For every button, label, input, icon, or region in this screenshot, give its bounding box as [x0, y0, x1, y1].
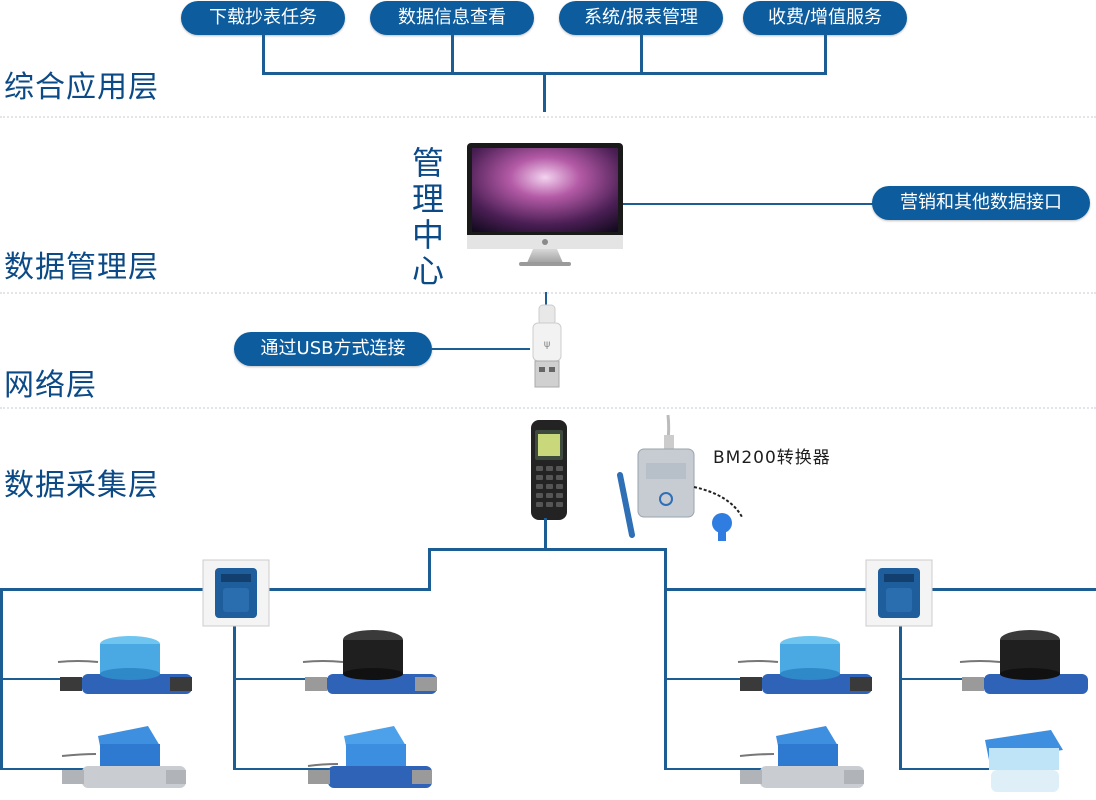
svg-text:ψ: ψ	[544, 339, 551, 350]
junction-box-icon	[202, 559, 270, 627]
connector-line	[899, 678, 989, 680]
layer-label-application: 综合应用层	[4, 70, 159, 105]
management-center-char: 心	[411, 252, 444, 290]
system-report-button[interactable]: 系统/报表管理	[559, 1, 723, 35]
connector-line	[623, 203, 873, 205]
handheld-reader-icon	[531, 420, 567, 520]
water-meter-icon	[959, 630, 1088, 694]
water-meter-icon	[57, 636, 192, 694]
layer-divider	[0, 407, 1096, 409]
management-center-char: 中	[411, 216, 444, 254]
layer-label-network: 网络层	[4, 368, 97, 403]
billing-service-button[interactable]: 收费/增值服务	[743, 1, 907, 35]
connector-line	[543, 72, 546, 112]
connector-line	[233, 678, 333, 680]
connector-line	[640, 34, 643, 74]
computer-monitor-icon	[467, 143, 623, 266]
connector-line	[451, 34, 454, 74]
download-task-button[interactable]: 下载抄表任务	[181, 1, 345, 35]
connector-line	[824, 34, 827, 74]
management-center-char: 管	[411, 144, 444, 182]
water-meter-icon	[61, 726, 186, 788]
connector-line	[0, 678, 90, 680]
water-meter-icon	[985, 730, 1063, 792]
layer-label-data-collection: 数据采集层	[4, 468, 159, 503]
connector-line	[899, 768, 989, 770]
layer-label-data-management: 数据管理层	[4, 250, 159, 285]
connector-line	[262, 34, 265, 74]
connector-line	[545, 292, 547, 310]
management-center-char: 理	[411, 180, 444, 218]
converter-device-icon	[617, 414, 743, 541]
connector-line	[664, 678, 764, 680]
converter-label: BM200转换器	[713, 448, 831, 468]
layer-divider	[0, 116, 1096, 118]
water-meter-icon	[737, 636, 872, 694]
connector-line	[233, 768, 333, 770]
connector-line	[432, 348, 530, 350]
connector-line	[664, 768, 764, 770]
connector-line	[664, 548, 667, 770]
data-view-button[interactable]: 数据信息查看	[370, 1, 534, 35]
connector-line	[0, 768, 90, 770]
water-meter-icon	[739, 726, 864, 788]
connector-line	[428, 548, 431, 590]
layer-divider	[0, 292, 1096, 294]
connector-line	[544, 518, 547, 550]
marketing-interface-button[interactable]: 营销和其他数据接口	[872, 186, 1090, 220]
water-meter-icon	[307, 726, 432, 788]
junction-box-icon	[865, 559, 933, 627]
water-meter-icon	[302, 630, 437, 694]
usb-connector-icon: ψ	[532, 304, 562, 388]
connector-line	[428, 548, 666, 551]
usb-connection-button[interactable]: 通过USB方式连接	[234, 332, 432, 366]
